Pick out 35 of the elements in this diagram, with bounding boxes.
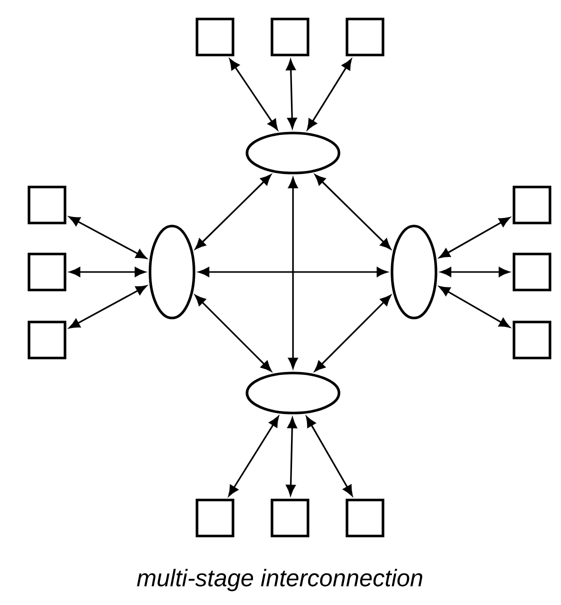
double-arrow [306, 416, 353, 496]
double-arrow [68, 285, 147, 328]
double-arrow [198, 267, 388, 277]
square-box [270, 18, 310, 56]
caption: multi-stage interconnection [136, 568, 422, 592]
double-arrow [314, 174, 392, 250]
square-box [512, 320, 552, 360]
ellipse-node [246, 132, 340, 174]
double-arrow [69, 267, 146, 277]
double-arrow [68, 216, 147, 259]
double-arrow [439, 286, 510, 328]
double-arrow [314, 294, 392, 372]
double-arrow [440, 267, 510, 277]
double-arrow [194, 174, 272, 250]
double-arrow [286, 59, 297, 129]
double-arrow [288, 177, 298, 369]
double-arrow [229, 58, 278, 130]
double-arrow [307, 58, 352, 130]
ellipse-node [148, 224, 196, 320]
square-box [512, 186, 552, 224]
double-arrow [439, 217, 510, 258]
square-box [196, 498, 234, 538]
square-box [28, 186, 66, 224]
square-box [28, 252, 66, 292]
square-box [346, 498, 384, 538]
double-arrow [194, 294, 272, 372]
double-arrow [286, 417, 297, 496]
ellipse-node [390, 224, 438, 320]
square-box [270, 498, 310, 538]
square-box [512, 252, 552, 292]
square-box [28, 320, 66, 360]
ellipse-node [246, 372, 340, 414]
square-box [196, 18, 234, 56]
double-arrow [228, 416, 279, 496]
square-box [346, 18, 384, 56]
